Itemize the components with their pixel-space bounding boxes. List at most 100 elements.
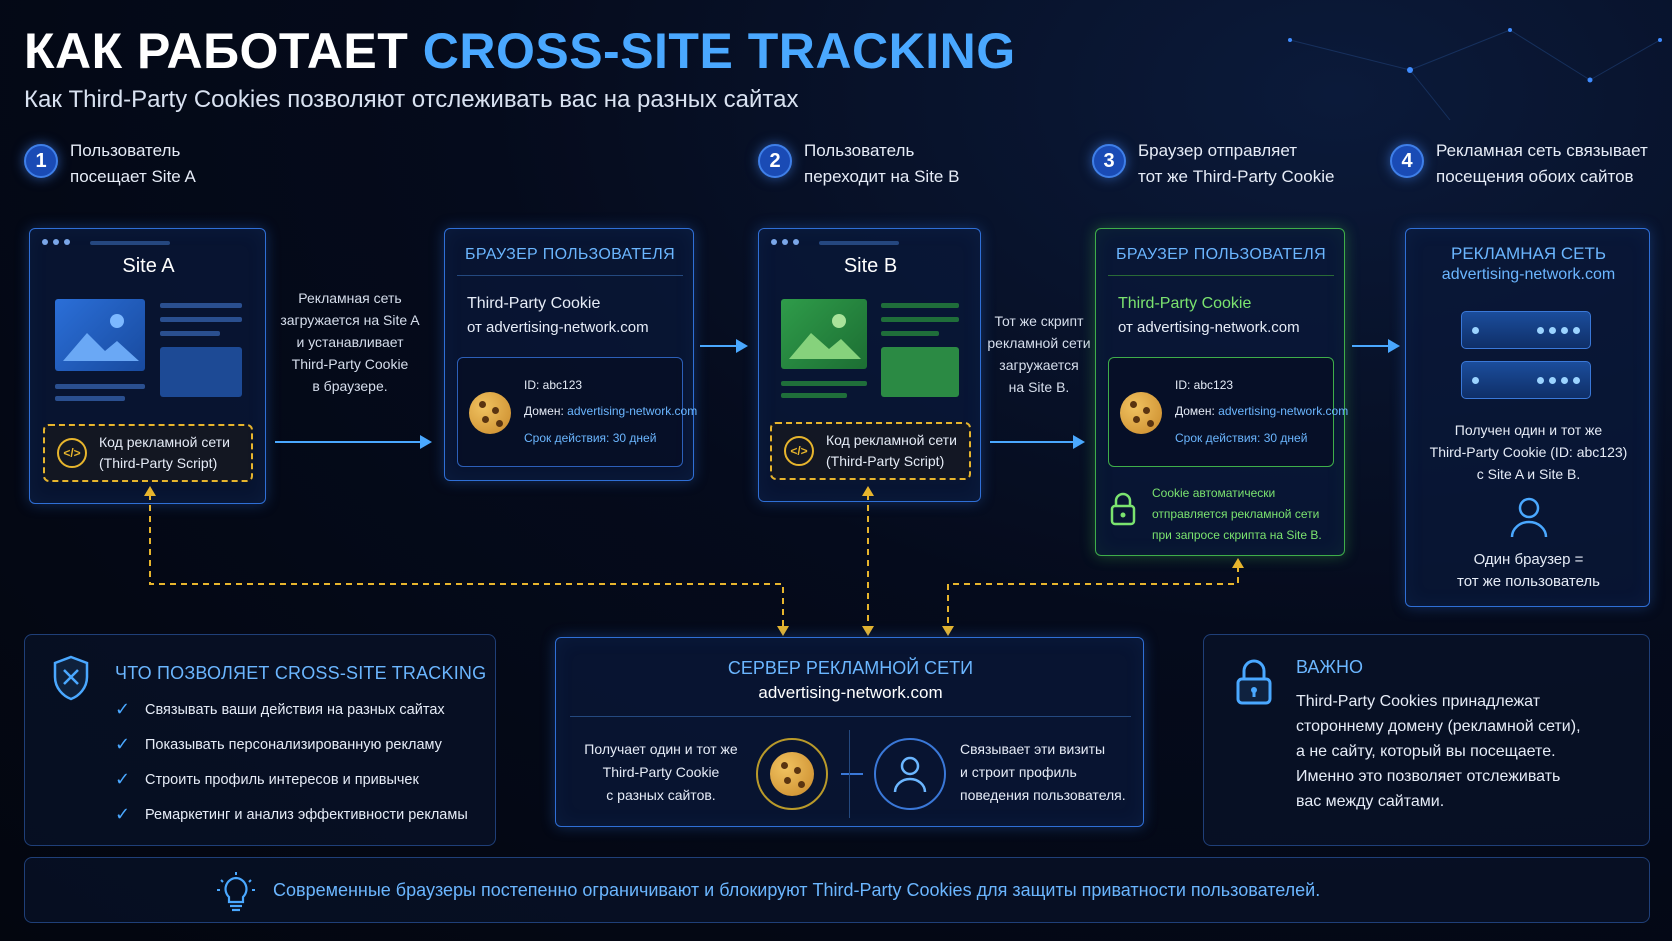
server-line: поведения пользователя.	[960, 787, 1126, 803]
server-icon	[1461, 311, 1591, 399]
cookie-domain: Домен: advertising-network.com	[524, 404, 697, 418]
divider	[457, 275, 683, 276]
user-icon	[893, 756, 927, 793]
cookie-domain-label: Домен:	[1175, 404, 1215, 418]
link-arrow-icon	[841, 773, 863, 775]
note-line: отправляется рекламной сети	[1152, 507, 1320, 521]
step-number: 1	[24, 144, 58, 178]
background-network-decoration	[1288, 28, 1662, 121]
ad-line: Third-Party Cookie (ID: abc123)	[1429, 444, 1628, 460]
check-icon: ✓	[115, 699, 131, 719]
window-dots	[771, 239, 799, 245]
divider	[570, 716, 1131, 717]
note-line: при запросе скрипта на Site B.	[1152, 528, 1322, 542]
ad-server-panel: СЕРВЕР РЕКЛАМНОЙ СЕТИ advertising-networ…	[555, 637, 1144, 827]
code-sublabel: (Third-Party Script)	[826, 453, 945, 469]
note-line: Cookie автоматически	[1152, 486, 1276, 500]
note-line: загружается на Site A	[280, 312, 420, 328]
cookie-domain-value: advertising-network.com	[567, 404, 698, 418]
lock-icon	[1236, 659, 1272, 705]
note-line: Рекламная сеть	[298, 290, 402, 306]
capability-label: Связывать ваши действия на разных сайтах	[145, 701, 445, 718]
text-line	[55, 384, 145, 389]
ad-network-panel: РЕКЛАМНАЯ СЕТЬ advertising-network.com П…	[1405, 228, 1650, 607]
third-party-script-box: </> Код рекламной сети (Third-Party Scri…	[770, 422, 971, 480]
ad-line: Один браузер =	[1473, 551, 1584, 568]
content-card	[881, 347, 959, 397]
arrow-browser-to-site-b	[700, 339, 748, 353]
divider	[849, 730, 850, 818]
user-icon	[1510, 497, 1548, 538]
cookie-domain-label: Домен:	[524, 404, 564, 418]
server-receives-text: Получает один и тот же Third-Party Cooki…	[576, 738, 746, 807]
code-sublabel: (Third-Party Script)	[99, 455, 218, 471]
page-title: КАК РАБОТАЕТ CROSS-SITE TRACKING	[24, 22, 1016, 80]
third-party-script-box: </> Код рекламной сети (Third-Party Scri…	[43, 424, 253, 482]
note-site-b: Тот же скрипт рекламной сети загружается…	[984, 310, 1094, 398]
user-browser-panel-1: БРАУЗЕР ПОЛЬЗОВАТЕЛЯ Third-Party Cookie …	[444, 228, 697, 481]
cookie-id: ID: abc123	[1175, 378, 1234, 392]
site-a-window: Site A </> Код рекламной сети (Third-Par…	[29, 228, 266, 504]
note-line: рекламной сети	[987, 335, 1091, 351]
cookie-icon	[469, 392, 511, 434]
page-subtitle: Как Third-Party Cookies позволяют отслеж…	[24, 86, 799, 113]
divider	[1108, 275, 1334, 276]
code-label: Код рекламной сети	[99, 434, 230, 450]
user-icon-ring	[874, 738, 946, 810]
image-placeholder-icon	[781, 299, 867, 369]
cookie-expiry: Срок действия: 30 дней	[524, 431, 657, 445]
url-bar	[819, 241, 899, 245]
ad-line: с Site A и Site B.	[1476, 466, 1581, 482]
shield-icon	[53, 655, 89, 701]
site-a-title: Site A	[122, 255, 175, 277]
server-line: Third-Party Cookie	[602, 764, 720, 780]
text-line	[160, 317, 242, 322]
capability-label: Ремаркетинг и анализ эффективности рекла…	[145, 806, 468, 823]
step-number: 4	[1390, 144, 1424, 178]
cookie-owner: от advertising-network.com	[467, 319, 649, 336]
server-line: с разных сайтов.	[606, 787, 716, 803]
capability-item: ✓ Показывать персонализированную рекламу	[115, 734, 442, 755]
cookie-details-card: ID: abc123 Домен: advertising-network.co…	[1108, 357, 1348, 467]
server-domain: advertising-network.com	[758, 683, 943, 702]
note-line: и устанавливает	[296, 334, 404, 350]
note-line: на Site B.	[1008, 379, 1070, 395]
ad-network-domain: advertising-network.com	[1441, 266, 1616, 283]
step-4: 4 Рекламная сеть связывает посещения обо…	[1390, 138, 1648, 190]
ad-line: тот же пользователь	[1457, 573, 1600, 590]
step-1: 1 Пользователь посещает Site A	[24, 138, 196, 190]
step-line: Рекламная сеть связывает	[1436, 141, 1648, 160]
check-icon: ✓	[115, 734, 131, 754]
step-line: посещения обоих сайтов	[1436, 167, 1634, 186]
text-line	[160, 303, 242, 308]
footer-text: Современные браузеры постепенно ограничи…	[273, 880, 1321, 900]
note-site-a: Рекламная сеть загружается на Site A и у…	[268, 287, 432, 397]
capability-item: ✓ Ремаркетинг и анализ эффективности рек…	[115, 804, 468, 825]
lightbulb-icon	[217, 872, 255, 912]
step-line: Браузер отправляет	[1138, 141, 1298, 160]
step-2: 2 Пользователь переходит на Site B	[758, 138, 959, 190]
cookie-expiry: Срок действия: 30 дней	[1175, 431, 1308, 445]
arrow-browser-to-ad-network	[1352, 339, 1400, 353]
important-line: Именно это позволяет отслеживать	[1296, 768, 1561, 785]
cookie-details-card: ID: abc123 Домен: advertising-network.co…	[457, 357, 697, 467]
important-line: Third-Party Cookies принадлежат	[1296, 693, 1541, 710]
site-b-title: Site B	[843, 255, 898, 277]
cookie-domain: Домен: advertising-network.com	[1175, 404, 1348, 418]
url-bar	[90, 241, 170, 245]
capabilities-panel: ЧТО ПОЗВОЛЯЕТ CROSS-SITE TRACKING ✓ Связ…	[24, 634, 496, 846]
footer-banner: Современные браузеры постепенно ограничи…	[24, 857, 1650, 923]
cookie-icon	[1120, 392, 1162, 434]
step-line: Пользователь	[70, 141, 181, 160]
ad-network-heading: РЕКЛАМНАЯ СЕТЬ	[1450, 244, 1606, 263]
browser-heading: БРАУЗЕР ПОЛЬЗОВАТЕЛЯ	[1116, 246, 1326, 263]
important-title: ВАЖНО	[1296, 657, 1364, 677]
server-links-text: Связывает эти визиты и строит профиль по…	[960, 738, 1126, 807]
text-line	[781, 381, 867, 386]
image-placeholder-icon	[55, 299, 145, 371]
text-line	[881, 331, 939, 336]
ad-network-conclusion: Один браузер = тот же пользователь	[1406, 549, 1651, 593]
cookie-name: Third-Party Cookie	[1118, 295, 1252, 312]
arrow-site-a-to-browser	[275, 435, 432, 449]
site-b-window: Site B </> Код рекламной сети (Third-Par…	[758, 228, 981, 502]
